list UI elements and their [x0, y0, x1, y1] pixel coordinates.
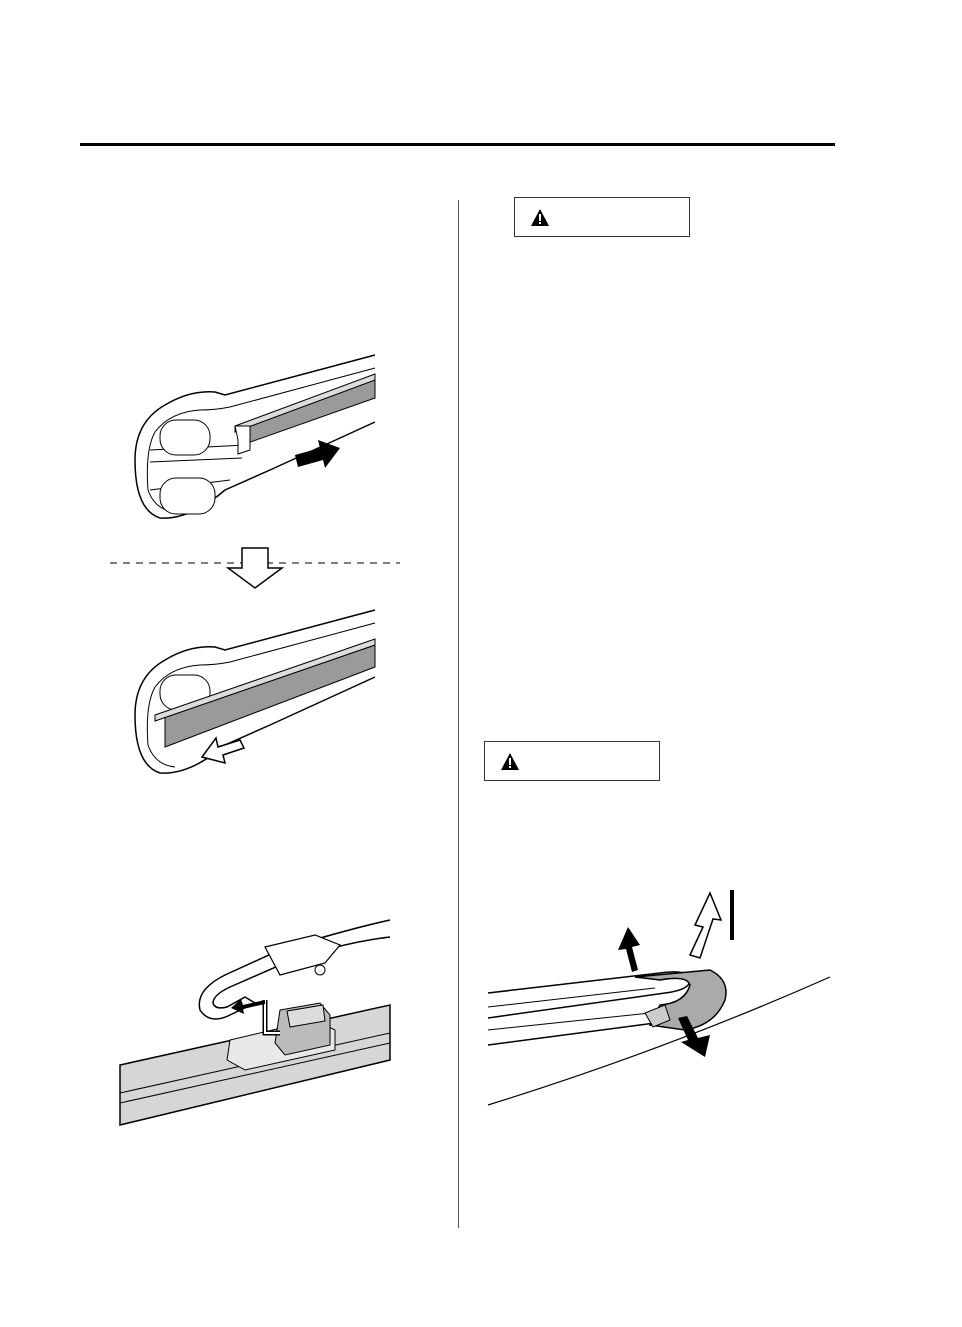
- blade-rubber-slide-in-illustration: [134, 609, 376, 774]
- next-step-down-arrow: [110, 547, 400, 589]
- warning-box: [484, 741, 660, 781]
- wiper-arm-hook-release-illustration: [119, 919, 391, 1126]
- warning-triangle-icon: [501, 752, 519, 770]
- warning-triangle-icon: [531, 208, 549, 226]
- blade-rubber-slide-out-illustration: [134, 354, 376, 519]
- warning-box: [514, 197, 690, 237]
- wiper-arm-lift-off-illustration: [487, 890, 831, 1106]
- header-rule: [80, 143, 835, 146]
- column-divider: [458, 200, 459, 1228]
